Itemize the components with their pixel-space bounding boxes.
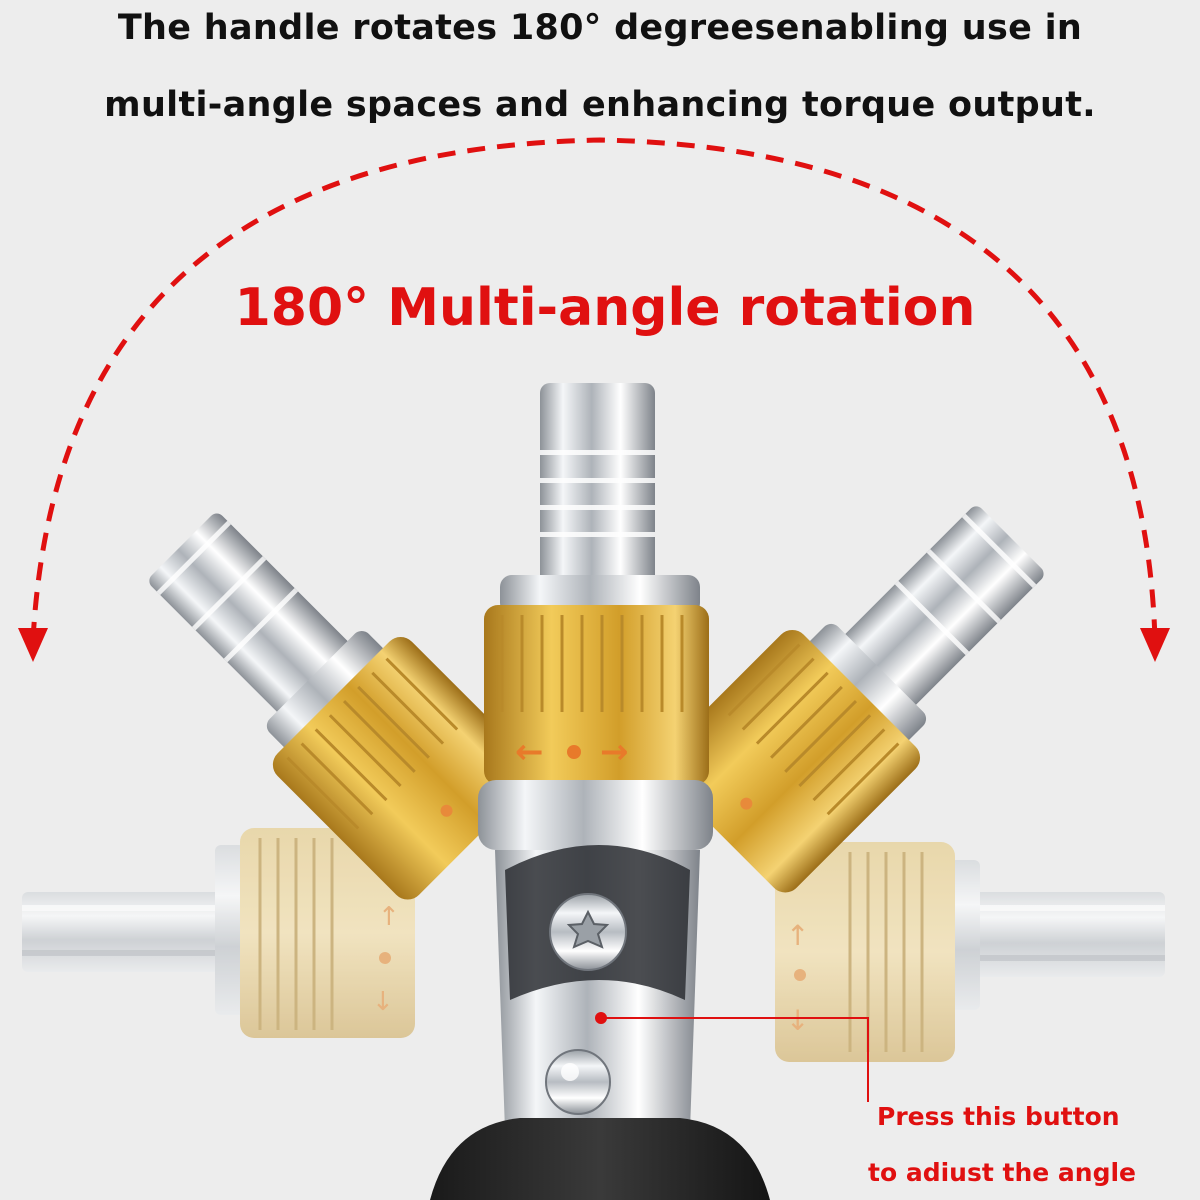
rotation-label: 180° Multi-angle rotation <box>234 278 976 338</box>
svg-text:↑: ↑ <box>378 902 400 932</box>
arrow-right-icon: → <box>600 732 629 772</box>
callout-line-1: Press this button <box>877 1102 1120 1131</box>
svg-text:↑: ↑ <box>786 919 809 952</box>
arrow-head-left-icon <box>18 628 48 662</box>
arrow-left-icon: ← <box>515 732 544 772</box>
bit-right-horizontal: ↑ ↓ <box>775 842 1165 1062</box>
bit-right-diagonal <box>657 506 1044 893</box>
bit-left-diagonal <box>149 513 536 900</box>
callout-leader-line <box>601 1017 869 1102</box>
swivel-joint <box>478 780 713 1130</box>
bit-center-vertical: ← → <box>484 383 709 785</box>
arrow-head-right-icon <box>1140 628 1170 662</box>
svg-text:↓: ↓ <box>372 987 394 1017</box>
handle-base <box>430 1118 770 1200</box>
rotation-arc <box>18 137 1170 662</box>
callout-line-2: to adiust the angle <box>868 1158 1136 1187</box>
headline-line-1: The handle rotates 180° degreesenabling … <box>117 8 1083 48</box>
headline-line-2: multi-angle spaces and enhancing torque … <box>104 85 1096 125</box>
svg-text:↓: ↓ <box>786 1004 809 1037</box>
angle-release-button-icon <box>545 1049 611 1115</box>
bit-left-horizontal: ↑ ↓ <box>22 828 415 1038</box>
